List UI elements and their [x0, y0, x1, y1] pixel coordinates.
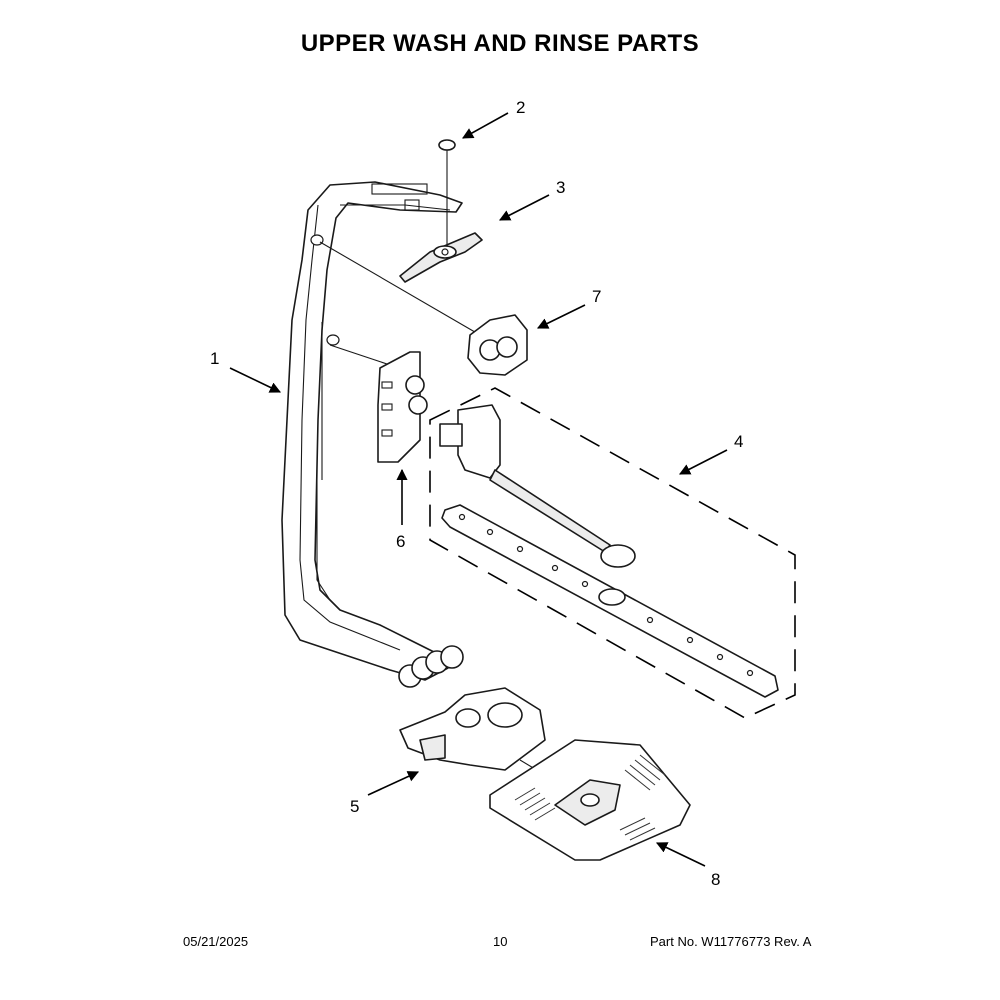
- part-7-diverter-housing: [319, 241, 528, 376]
- page-title: UPPER WASH AND RINSE PARTS: [300, 30, 700, 57]
- part-3-upper-spray-arm: [399, 232, 483, 283]
- leader-arrow-8: [655, 842, 706, 867]
- leader-arrow-3: [499, 194, 550, 221]
- callout-4: 4: [734, 432, 743, 451]
- callout-2: 2: [516, 98, 525, 117]
- leader-arrow-5: [367, 771, 420, 796]
- callout-1: 1: [210, 349, 219, 368]
- callout-6: 6: [396, 532, 405, 551]
- callout-3: 3: [556, 178, 565, 197]
- callout-5: 5: [350, 797, 359, 816]
- part-5-pump-sump-housing: [399, 687, 571, 791]
- footer-date: 05/21/2025: [183, 934, 249, 949]
- leader-arrow-2: [462, 112, 509, 139]
- callout-8: 8: [711, 870, 720, 889]
- leader-arrow-1: [229, 367, 282, 393]
- footer-page-number: 10: [493, 934, 508, 949]
- leader-arrow-4: [679, 449, 728, 475]
- callout-7: 7: [592, 287, 601, 306]
- part-1-supply-tube: [281, 181, 464, 688]
- part-2-spray-arm-nut: [438, 139, 456, 245]
- part-4-lower-spray-arm-assembly: [429, 387, 796, 719]
- part-8-filter-cover: [489, 739, 691, 861]
- leader-arrow-7: [536, 304, 586, 329]
- part-6-manifold-bracket: [329, 344, 428, 463]
- footer-part-number: Part No. W11776773 Rev. A: [650, 934, 812, 949]
